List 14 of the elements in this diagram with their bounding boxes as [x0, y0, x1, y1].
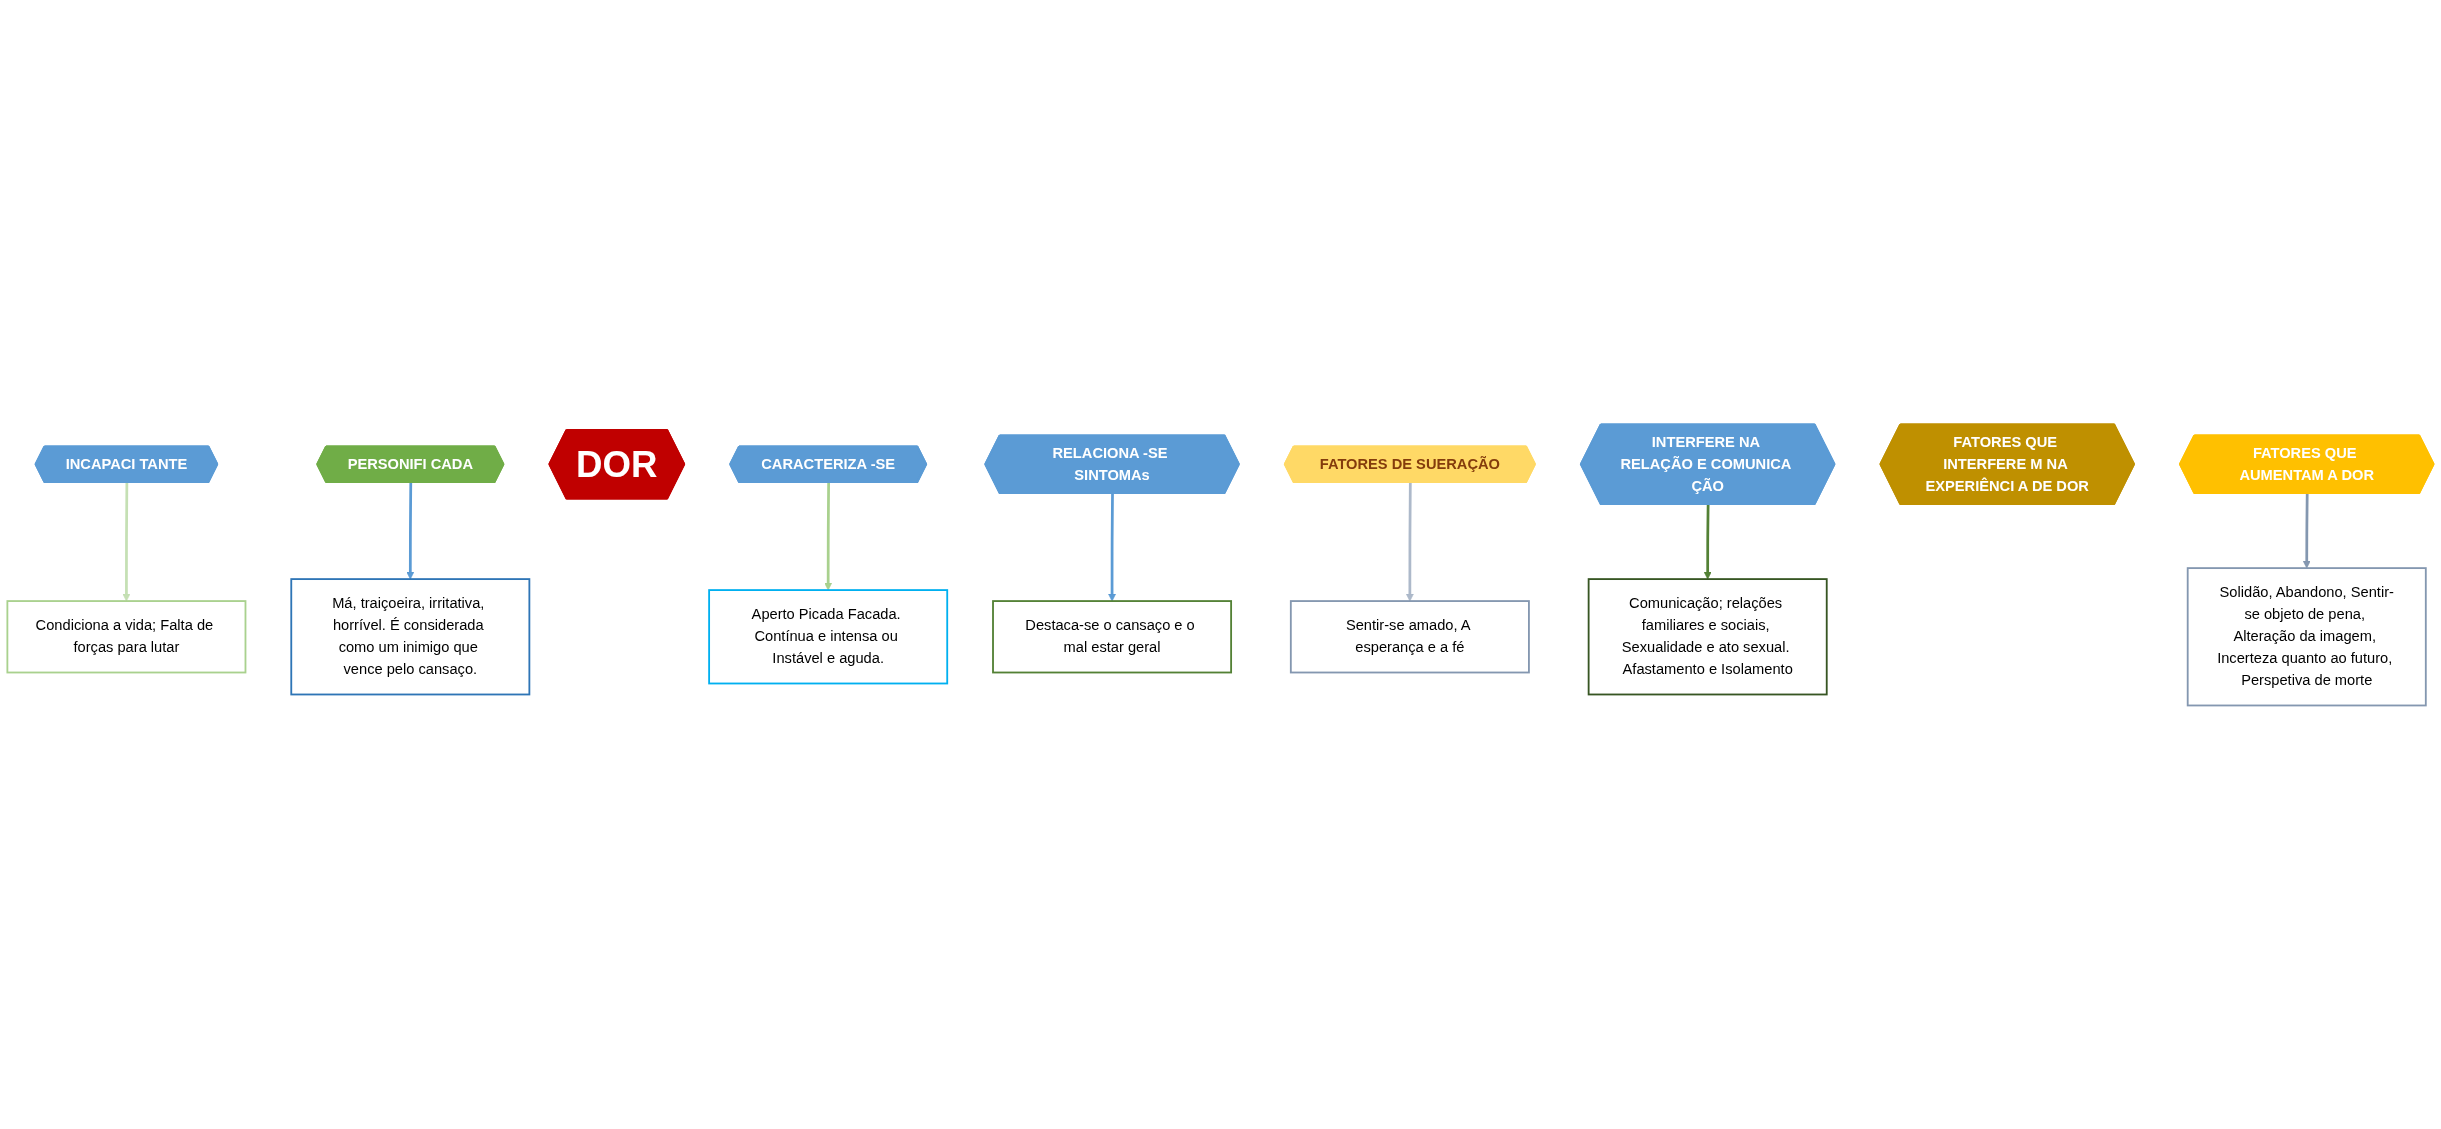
- arrow: [122, 482, 131, 602]
- arrow: [824, 482, 833, 591]
- arrow: [406, 482, 415, 580]
- arrow: [1703, 504, 1712, 580]
- node-box: Má, traiçoeira, irritativa, horrível. É considerada como um inimigo que vence pelo cansaço.: [290, 577, 531, 695]
- arrow: [1405, 482, 1414, 602]
- node-box: Solidão, Abandono, Sentir-se objeto de pena, Alteração da imagem, Incerteza quanto ao futuro, Perspetiva de morte: [2186, 566, 2427, 706]
- node-box: Comunicação; relações familiares e sociais, Sexualidade e ato sexual. Afastamento e Isolamento: [1587, 577, 1828, 695]
- node-box: Aperto Picada Facada. Contínua e intensa ou Instável e aguda.: [708, 588, 949, 684]
- arrow: [1108, 493, 1117, 602]
- arrow: [2302, 493, 2311, 569]
- node-box: Destaca-se o cansaço e o mal estar geral: [992, 599, 1233, 673]
- node-box: Sentir-se amado, A esperança e a fé: [1289, 599, 1530, 673]
- node-box: Condiciona a vida; Falta de forças para lutar: [6, 599, 247, 673]
